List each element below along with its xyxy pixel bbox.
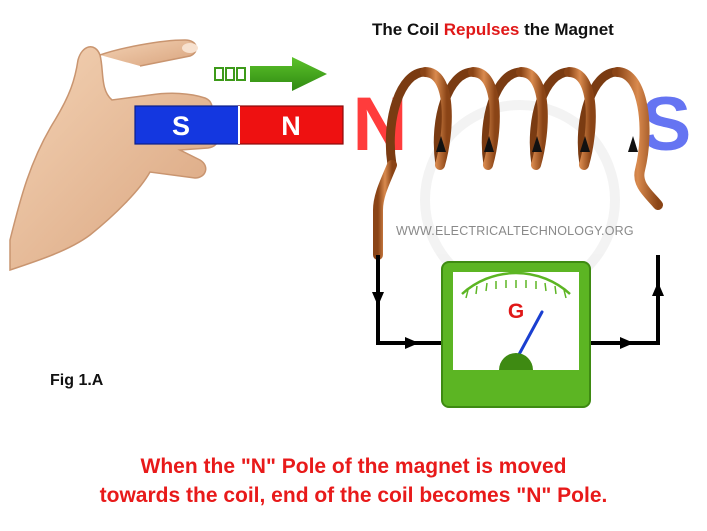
diagram-title: The Coil Repulses the Magnet [372, 20, 614, 40]
right-arrow-icon [214, 57, 327, 91]
magnet-south-label: S [172, 111, 190, 141]
magnet-south-half [134, 105, 240, 145]
galvanometer-needle [514, 310, 544, 362]
magnet-north-half [238, 105, 344, 145]
watermark-text: WWW.ELECTRICALTECHNOLOGY.ORG [396, 224, 634, 238]
bar-magnet: S N [134, 105, 344, 145]
caption-line-1: When the "N" Pole of the magnet is moved [140, 455, 567, 478]
caption: When the "N" Pole of the magnet is moved… [0, 452, 707, 510]
figure-label: Fig 1.A [50, 372, 104, 389]
hand-icon [9, 39, 220, 272]
copper-coil [373, 67, 663, 260]
caption-line-2: towards the coil, end of the coil become… [99, 484, 608, 507]
magnet-north-label: N [281, 111, 301, 141]
circuit-current-arrows [372, 282, 664, 349]
title-part-2: the Magnet [519, 20, 614, 39]
galvanometer: G [441, 261, 591, 408]
title-part-1: The Coil [372, 20, 444, 39]
coil-current-arrows [436, 136, 638, 152]
title-highlight: Repulses [443, 20, 520, 39]
galvanometer-label: G [508, 300, 524, 323]
